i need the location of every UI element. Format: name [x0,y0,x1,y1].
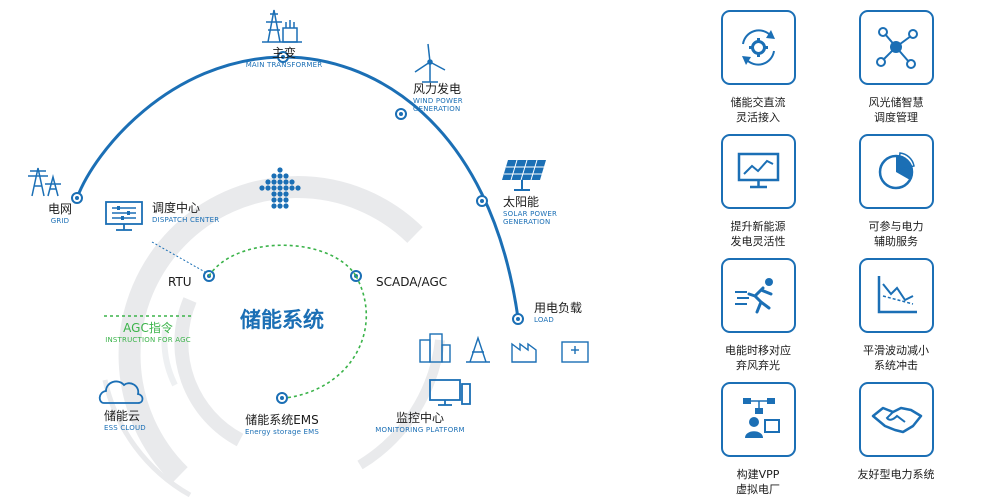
green-dashed-top [208,244,357,277]
wind-subtitle: WIND POWER GENERATION [413,96,463,113]
wind-turbine-icon [414,43,446,83]
label-ems: 储能系统EMS Energy storage EMS [244,413,320,436]
monitoring-title: 监控中心 [395,411,444,425]
feature-tile-renewable-flexibility [721,134,796,209]
energy-storage-diagram [28,9,589,498]
ems-subtitle: Energy storage EMS [244,427,320,436]
feature-1-line2: 灵活接入 [736,110,780,124]
dispatch-subtitle: DISPATCH CENTER [152,215,220,224]
solar-subtitle: SOLAR POWER GENERATION [503,209,558,226]
feature-8-line1: 友好型电力系统 [857,468,935,481]
grid-subtitle: GRID [50,216,70,225]
monitoring-subtitle: MONITORING PLATFORM [375,425,465,434]
feature-6-line2: 系统冲击 [874,358,918,372]
vpp-person-icon [743,398,780,438]
ess-cloud-title: 储能云 [104,409,141,423]
dotted-up-arrow-icon [259,167,301,209]
running-person-icon [735,278,773,314]
feature-caption-6: 平滑波动减小 系统冲击 [836,344,956,374]
label-solar: 太阳能 SOLAR POWER GENERATION [503,195,578,226]
buildings-icon [419,333,589,363]
label-monitoring: 监控中心 MONITORING PLATFORM [375,411,465,434]
load-title: 用电负载 [534,301,583,315]
solar-title: 太阳能 [503,195,540,209]
feature-tile-time-shift [721,258,796,333]
feature-3-line1: 提升新能源 [730,220,786,233]
fluctuation-chart-icon [877,276,917,314]
background-rings [102,176,445,498]
feature-2-line2: 调度管理 [874,110,918,124]
feature-3-line2: 发电灵活性 [730,234,786,248]
center-title-text: 储能系统 [240,308,324,332]
pylon-icon [28,167,61,197]
wind-title: 风力发电 [413,82,462,96]
trend-monitor-icon [737,152,780,189]
main-arc [75,55,520,319]
monitor-icon [429,379,471,406]
feature-caption-1: 储能交直流 灵活接入 [698,96,818,126]
rtu-title: RTU [168,275,192,289]
gear-cycle-icon [742,29,775,66]
ems-title: 储能系统EMS [245,413,319,427]
label-scada: SCADA/AGC [376,275,448,290]
feature-7-line2: 虚拟电厂 [736,482,780,496]
feature-2-line1: 风光储智慧 [868,96,924,109]
agc-subtitle: INSTRUCTION FOR AGC [105,335,191,344]
transformer-title: 主变 [271,46,297,60]
dispatch-title: 调度中心 [152,201,201,215]
feature-7-line1: 构建VPP [736,468,780,481]
network-hub-icon [876,27,918,69]
cloud-icon [98,380,144,404]
feature-tile-ancillary-services [859,134,934,209]
feature-caption-4: 可参与电力 辅助服务 [836,220,956,250]
feature-caption-2: 风光储智慧 调度管理 [836,96,956,126]
solar-panel-icon [502,159,546,191]
label-agc: AGC指令 INSTRUCTION FOR AGC [105,321,191,344]
feature-tile-flexible-access [721,10,796,85]
label-ess-cloud: 储能云 ESS CLOUD [104,409,146,432]
scada-title: SCADA/AGC [376,275,448,289]
substation-icon [262,9,302,43]
feature-4-line2: 辅助服务 [874,234,918,248]
agc-title: AGC指令 [123,321,173,335]
transformer-subtitle: MAIN TRANSFORMER [245,60,323,69]
feature-1-line1: 储能交直流 [730,96,786,109]
label-load: 用电负载 LOAD [534,301,583,324]
label-wind: 风力发电 WIND POWER GENERATION [413,82,485,113]
feature-4-line1: 可参与电力 [868,220,924,233]
load-subtitle: LOAD [534,315,555,324]
feature-caption-3: 提升新能源 发电灵活性 [698,220,818,250]
grid-title: 电网 [47,202,73,216]
label-dispatch: 调度中心 DISPATCH CENTER [152,201,220,224]
feature-caption-8: 友好型电力系统 [836,468,956,483]
feature-caption-5: 电能时移对应 弃风弃光 [698,344,818,374]
label-rtu: RTU [168,275,192,290]
feature-tile-vpp [721,382,796,457]
center-title: 储能系统 [240,308,324,332]
label-main-transformer: 主变 MAIN TRANSFORMER [245,46,323,69]
ess-cloud-subtitle: ESS CLOUD [104,423,146,432]
handshake-icon [871,406,923,434]
green-dashed-right [284,275,367,399]
feature-tile-smooth-fluctuation [859,258,934,333]
feature-5-line2: 弃风弃光 [736,358,780,372]
feature-tile-friendly-grid [859,382,934,457]
pie-chart-icon [878,152,915,190]
label-grid: 电网 GRID [47,202,73,225]
feature-6-line1: 平滑波动减小 [863,344,929,357]
feature-caption-7: 构建VPP 虚拟电厂 [698,468,818,498]
dispatch-monitor-icon [105,201,143,231]
feature-tile-smart-dispatch [859,10,934,85]
feature-5-line1: 电能时移对应 [725,344,791,357]
